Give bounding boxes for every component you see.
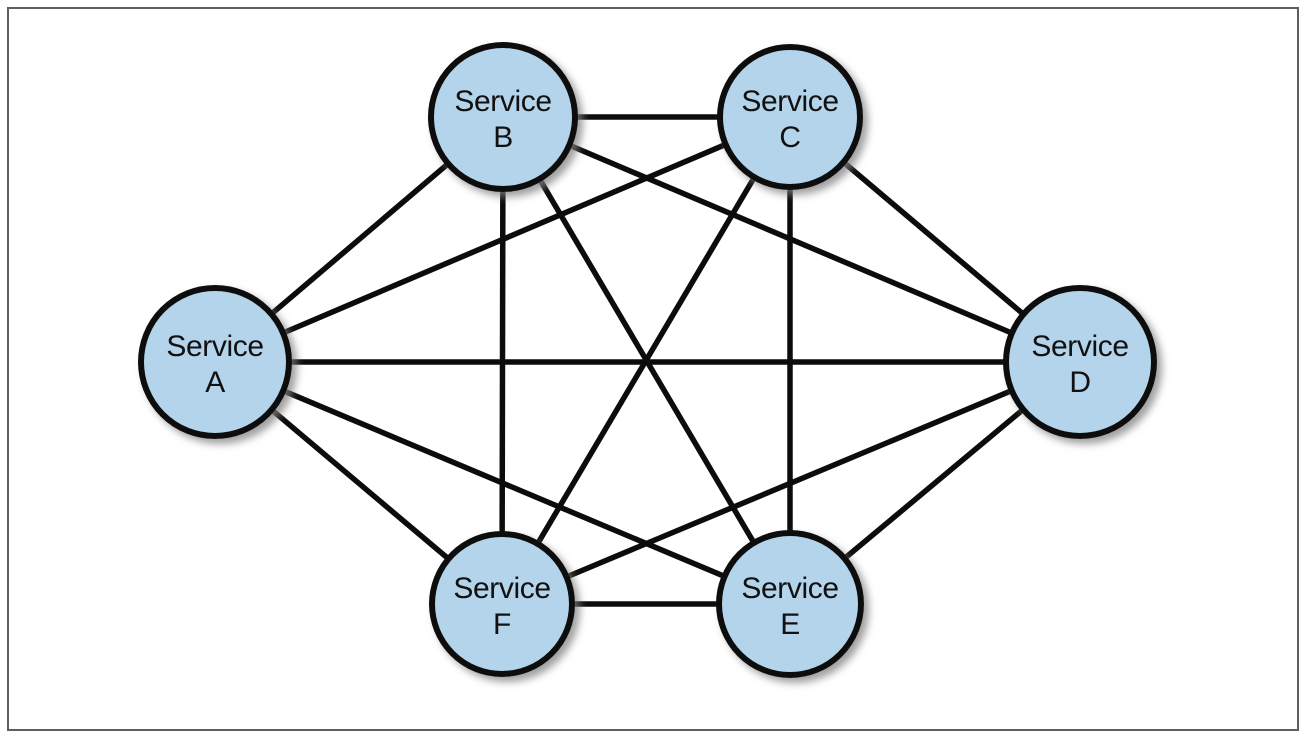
node-label-line2-c: C: [779, 121, 800, 154]
edges-layer: [268, 114, 1027, 607]
node-circle-e[interactable]: [716, 530, 864, 678]
node-label-line1-a: Service: [166, 330, 263, 363]
node-label-line2-a: A: [205, 366, 225, 399]
node-label-line2-e: E: [780, 608, 800, 641]
diagram-border: [7, 7, 1299, 731]
node-label-line1-e: Service: [741, 572, 838, 605]
node-circle-f[interactable]: [429, 531, 575, 677]
node-label-line2-d: D: [1069, 366, 1090, 399]
node-circle-b[interactable]: [428, 42, 578, 192]
node-label-line1-f: Service: [453, 572, 550, 605]
edge-b-f: [499, 187, 506, 536]
edge-a-b: [268, 160, 451, 317]
node-circle-d[interactable]: [1003, 285, 1157, 439]
node-label-line2-b: B: [493, 121, 513, 154]
edge-d-f: [564, 387, 1014, 580]
edge-c-f: [534, 174, 758, 547]
node-label-line1-d: Service: [1031, 330, 1128, 363]
edge-c-d: [840, 159, 1027, 317]
node-label-line1-b: Service: [454, 85, 551, 118]
node-circle-c[interactable]: [717, 44, 863, 190]
node-circle-a[interactable]: [138, 285, 292, 439]
node-label-line1-c: Service: [741, 85, 838, 118]
edge-d-e: [841, 406, 1026, 562]
node-label-line2-f: F: [493, 608, 511, 641]
edge-a-f: [269, 406, 452, 562]
